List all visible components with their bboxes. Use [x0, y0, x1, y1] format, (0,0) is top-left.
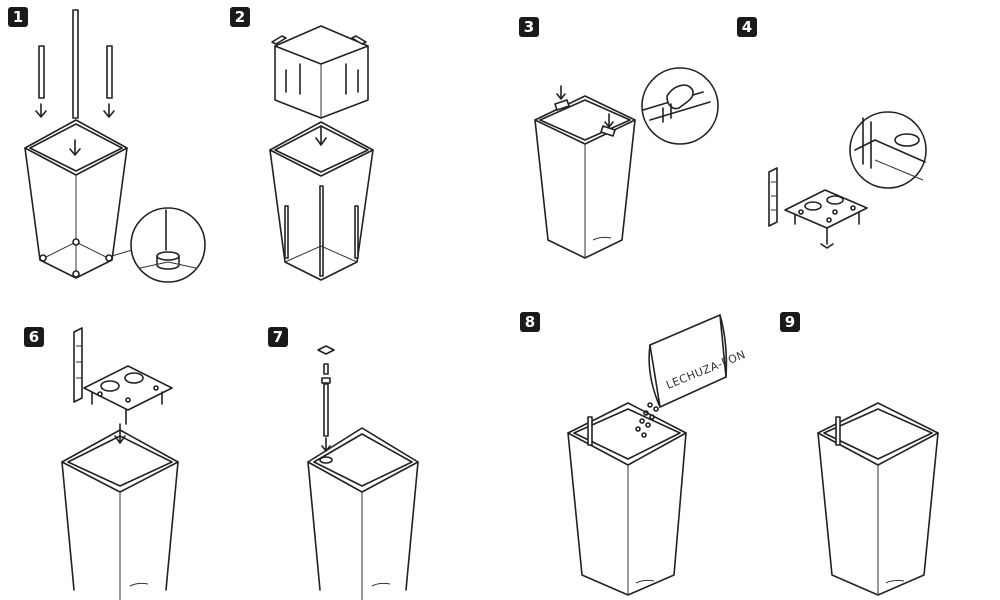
step-9-number: 9	[780, 312, 800, 332]
step-7-number: 7	[268, 327, 288, 347]
step-7-illustration	[307, 345, 419, 600]
step-6-number: 6	[24, 327, 44, 347]
step-2-panel: 2	[228, 0, 398, 290]
step-1-number: 1	[8, 7, 28, 27]
step-3-number: 3	[519, 17, 539, 37]
step-9-illustration	[817, 402, 939, 596]
step-8-number: 8	[520, 312, 540, 332]
step-3-illustration	[534, 67, 719, 259]
step-4-illustration	[768, 111, 927, 249]
step-2-number: 2	[230, 7, 250, 27]
step-3-panel: 3	[515, 0, 730, 290]
step-7-panel: 7	[250, 320, 450, 600]
step-6-panel: 6	[0, 320, 230, 600]
step-8-illustration: LECHUZA-PON	[567, 314, 748, 596]
step-6-illustration	[61, 327, 179, 600]
step-1-panel: 1	[0, 0, 230, 290]
step-2-illustration	[269, 25, 374, 281]
step-8-panel: 8 LECHUZA-PON	[510, 305, 750, 600]
step-1-illustration	[24, 9, 206, 283]
step-4-number: 4	[737, 17, 757, 37]
step-4-panel: 4	[735, 0, 960, 290]
step-9-panel: 9	[770, 305, 970, 600]
